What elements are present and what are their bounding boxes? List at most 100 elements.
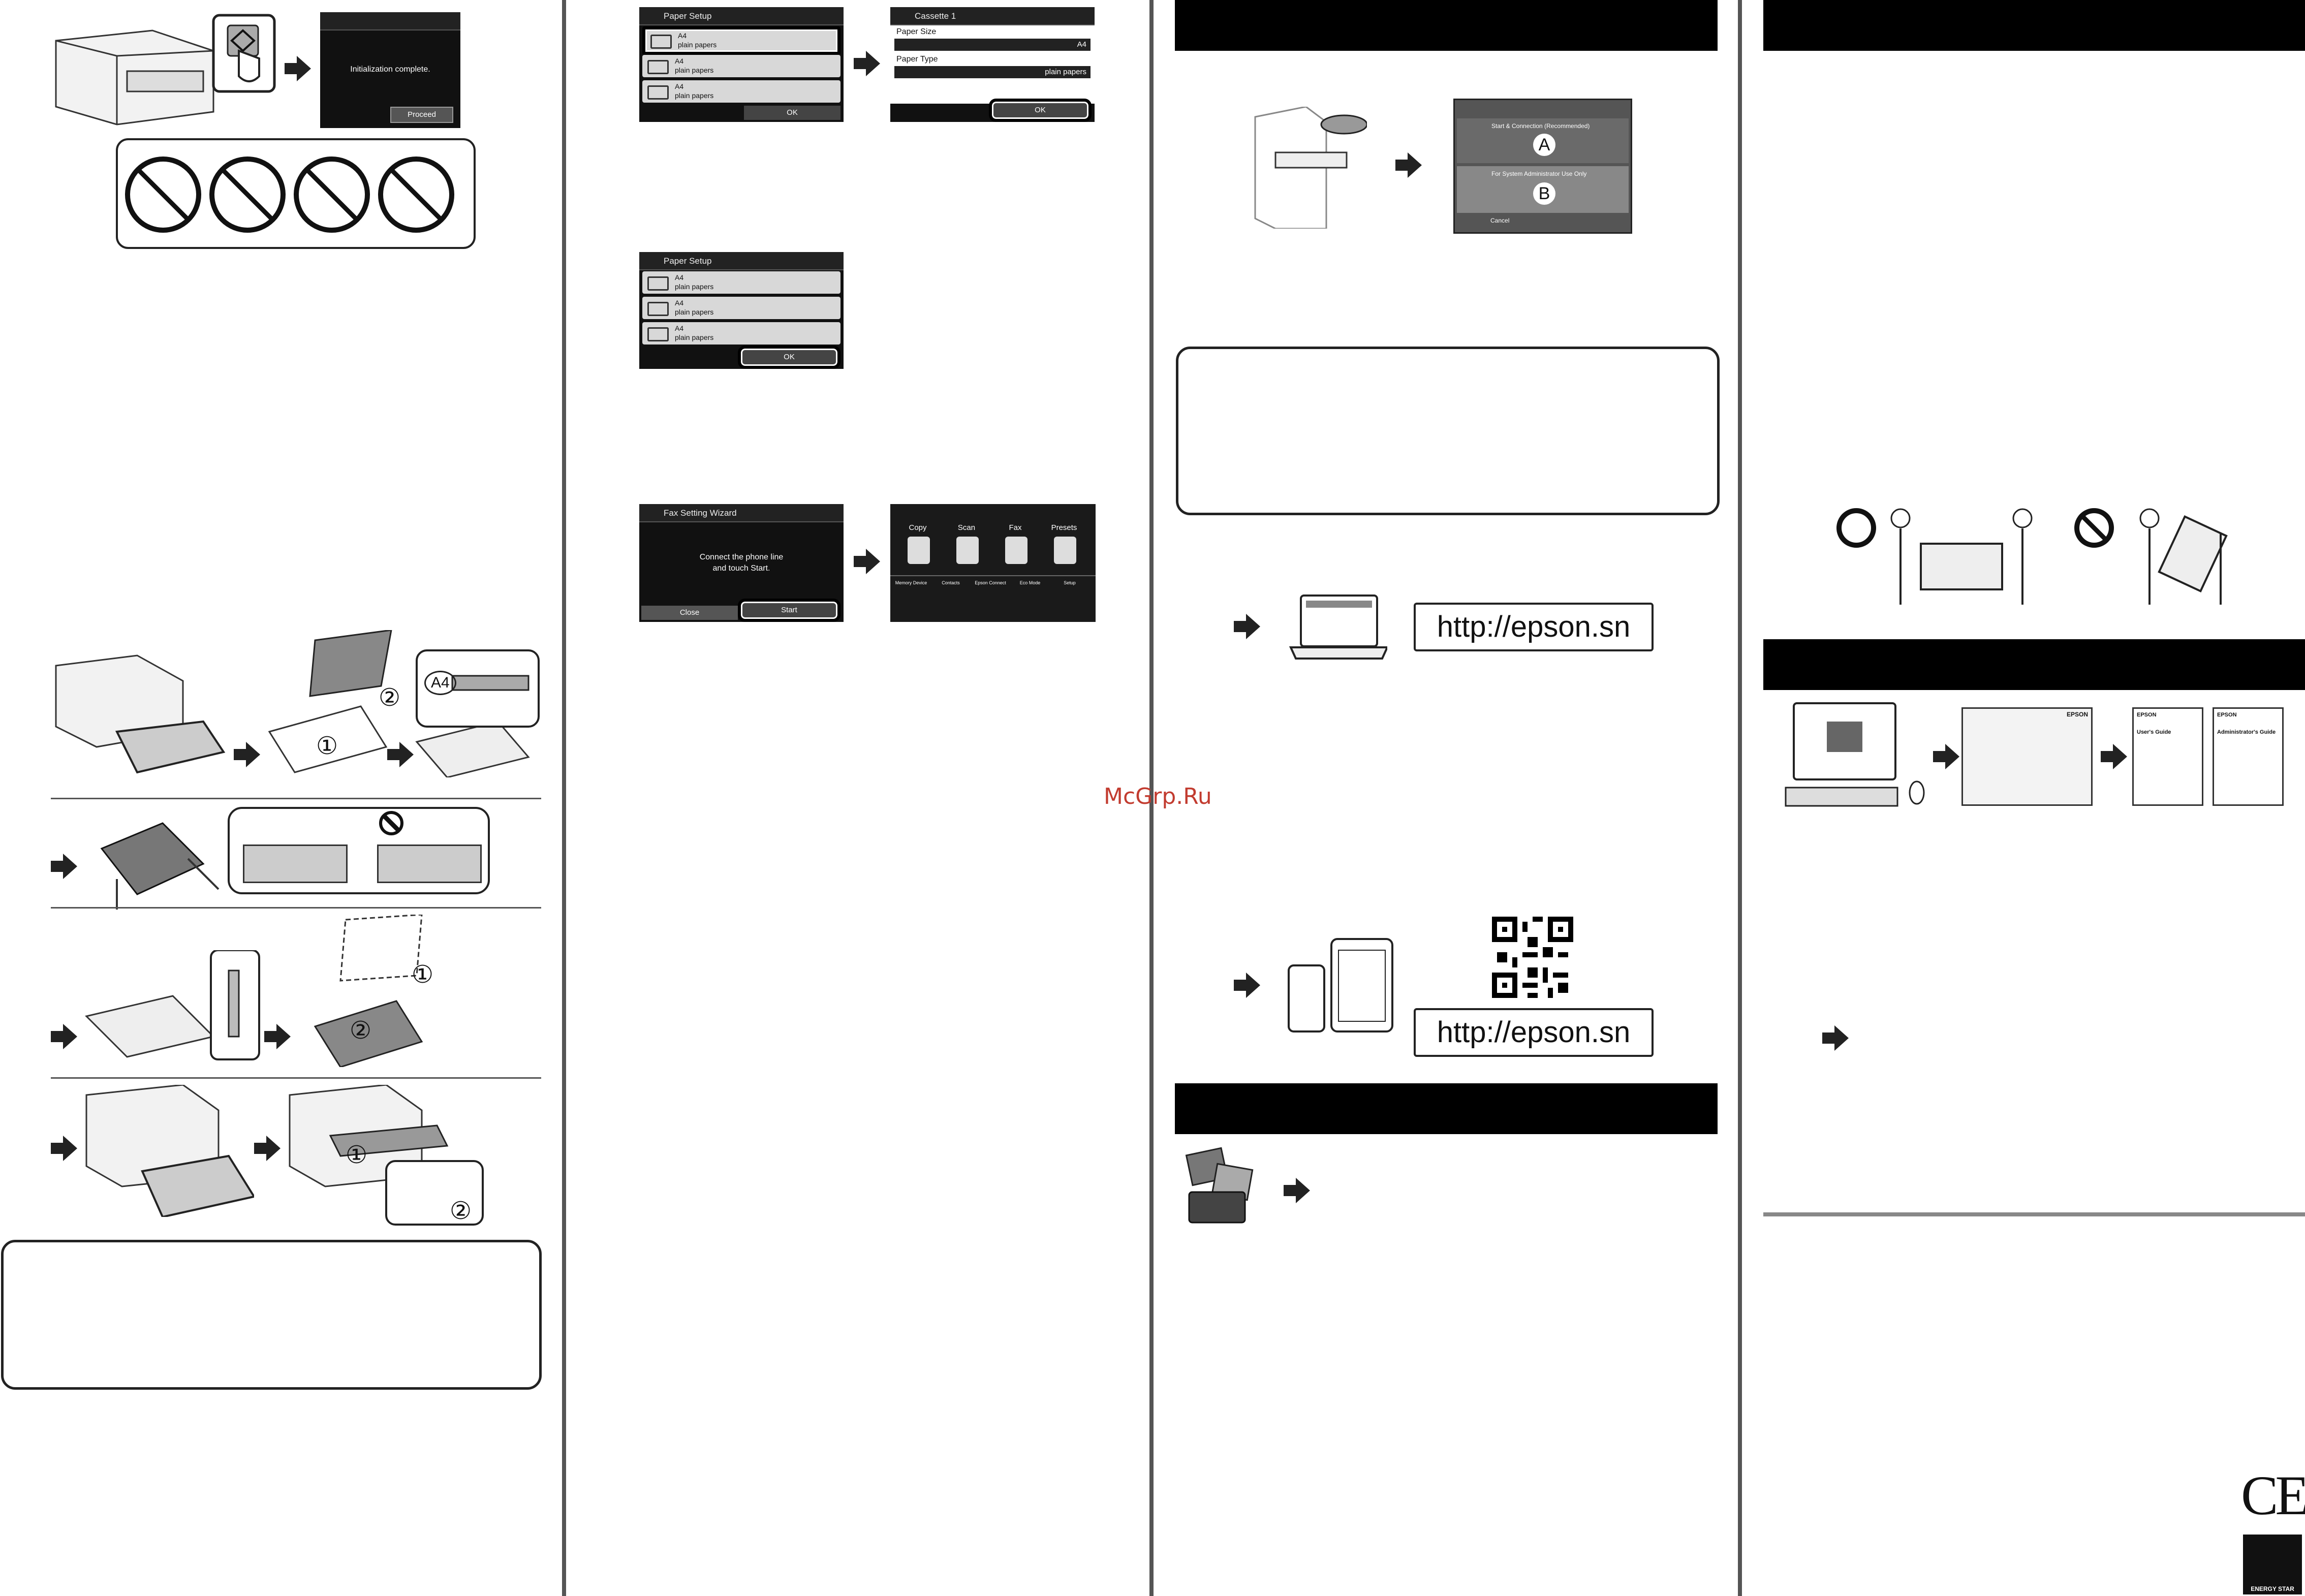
init-message: Initialization complete.	[350, 65, 430, 74]
cassette-screen: Cassette 1 Paper Size A4 Paper Type plai…	[890, 7, 1095, 122]
note-box	[1176, 347, 1720, 515]
paper-size-label: Paper Size	[896, 27, 937, 36]
option-b-row[interactable]: For System Administrator Use Only B	[1457, 166, 1629, 213]
scan-icon	[956, 537, 979, 564]
tile-presets[interactable]: Presets	[1051, 523, 1077, 532]
insert-cd-illustration	[1254, 107, 1367, 229]
two-person-carry-illustration	[1890, 508, 2033, 605]
no-power-off-icon	[378, 157, 454, 233]
tile-epson-connect[interactable]: Epson Connect	[975, 580, 1006, 585]
tilted-carry-illustration	[2139, 508, 2228, 605]
manual-brand: EPSON	[2066, 711, 2088, 718]
tray-cover-remove-illustration	[268, 630, 392, 773]
step-two-mark: ②	[350, 1017, 372, 1044]
admin-guide-title: Administrator's Guide	[2217, 729, 2276, 735]
fax-message-line2: and touch Start.	[712, 564, 770, 573]
printer-start-illustration	[55, 14, 276, 126]
no-unplug-icon	[294, 157, 370, 233]
energy-star-logo: ENERGY STAR	[2243, 1535, 2302, 1594]
tile-contacts[interactable]: Contacts	[942, 580, 960, 585]
section-header-bar	[1175, 0, 1718, 51]
doc-brand: EPSON	[2137, 712, 2157, 718]
init-complete-screen: Initialization complete. Proceed	[320, 12, 460, 128]
prohibited-icon	[2074, 508, 2114, 548]
step-one-mark: ①	[412, 961, 434, 988]
qr-code[interactable]	[1492, 917, 1573, 998]
administrators-guide-document[interactable]: EPSON Administrator's Guide	[2213, 707, 2284, 806]
step-two-mark: ②	[450, 1198, 472, 1225]
no-open-cover-icon	[125, 157, 201, 233]
screen-title: Paper Setup	[664, 256, 712, 266]
paper-guides-illustration	[415, 649, 540, 777]
installer-screen: Start & Connection (Recommended) A For S…	[1453, 99, 1632, 234]
paper-size-value[interactable]: A4	[894, 39, 1091, 51]
close-button[interactable]: Close	[641, 606, 738, 620]
output-tray-illustration	[289, 1085, 484, 1226]
users-guide-title: User's Guide	[2137, 729, 2171, 735]
fax-wizard-screen: Fax Setting Wizard Connect the phone lin…	[639, 504, 844, 622]
replace-cover-illustration	[314, 915, 423, 1067]
prohibited-icon	[379, 811, 403, 835]
screen-title: Cassette 1	[915, 11, 956, 21]
fax-message-line1: Connect the phone line	[699, 553, 784, 561]
ok-button[interactable]: OK	[738, 346, 840, 369]
tile-copy[interactable]: Copy	[909, 523, 927, 532]
tile-memory-device[interactable]: Memory Device	[895, 580, 927, 585]
energy-star-label: ENERGY STAR	[2251, 1585, 2294, 1592]
option-a-row[interactable]: Start & Connection (Recommended) A	[1457, 118, 1629, 163]
manual-menu-screenshot: EPSON	[1961, 707, 2093, 806]
proceed-button[interactable]: Proceed	[390, 107, 453, 123]
load-paper-illustration	[100, 822, 220, 910]
no-touch-tray-icon	[209, 157, 286, 233]
section-header-bar	[1763, 0, 2305, 51]
presets-star-icon	[1054, 537, 1076, 564]
tile-eco-mode[interactable]: Eco Mode	[1019, 580, 1041, 585]
desktop-computer-icon	[1785, 702, 1925, 807]
tray-remove-illustration	[55, 654, 226, 774]
ce-mark: CE	[2241, 1464, 2305, 1526]
cancel-button[interactable]: Cancel	[1490, 217, 1510, 224]
doc-brand: EPSON	[2217, 712, 2237, 718]
paper-stack-wrong	[377, 844, 482, 883]
paper-type-value[interactable]: plain papers	[894, 66, 1091, 78]
column-divider-2	[1149, 0, 1154, 1596]
section-rule	[1763, 1212, 2305, 1216]
section-header-bar	[1175, 1083, 1718, 1134]
ok-button[interactable]: OK	[744, 106, 840, 120]
column-divider-1	[562, 0, 566, 1596]
tile-setup[interactable]: Setup	[1064, 580, 1076, 585]
home-screen: Copy Scan Fax Presets Memory Device Cont…	[890, 504, 1096, 622]
option-b-mark: B	[1533, 182, 1555, 205]
tray-size-label: A4	[424, 671, 456, 695]
section-rule	[51, 1077, 541, 1079]
column-divider-3	[1738, 0, 1742, 1596]
paper-edge-callout	[228, 807, 490, 894]
section-header-bar	[1763, 639, 2305, 690]
step-one-mark: ①	[316, 733, 338, 760]
paper-type-label: Paper Type	[896, 55, 938, 64]
screen-title: Fax Setting Wizard	[664, 508, 737, 518]
paper-stack-correct	[243, 844, 348, 883]
start-button[interactable]: Start	[738, 599, 840, 622]
option-a-mark: A	[1533, 134, 1555, 156]
note-box	[1, 1240, 542, 1390]
ok-button[interactable]: OK	[989, 99, 1092, 122]
fax-icon	[1005, 537, 1027, 564]
correct-carry-mark	[1836, 508, 1876, 548]
tile-scan[interactable]: Scan	[957, 523, 976, 532]
edge-guide-illustration	[85, 950, 260, 1060]
option-a-label: Start & Connection (Recommended)	[1491, 122, 1590, 130]
tile-fax[interactable]: Fax	[1009, 523, 1022, 532]
section-rule	[51, 798, 541, 799]
computer-url[interactable]: http://epson.sn	[1414, 603, 1654, 651]
mobile-url[interactable]: http://epson.sn	[1414, 1008, 1654, 1057]
users-guide-document[interactable]: EPSON User's Guide	[2132, 707, 2203, 806]
copy-icon	[908, 537, 930, 564]
